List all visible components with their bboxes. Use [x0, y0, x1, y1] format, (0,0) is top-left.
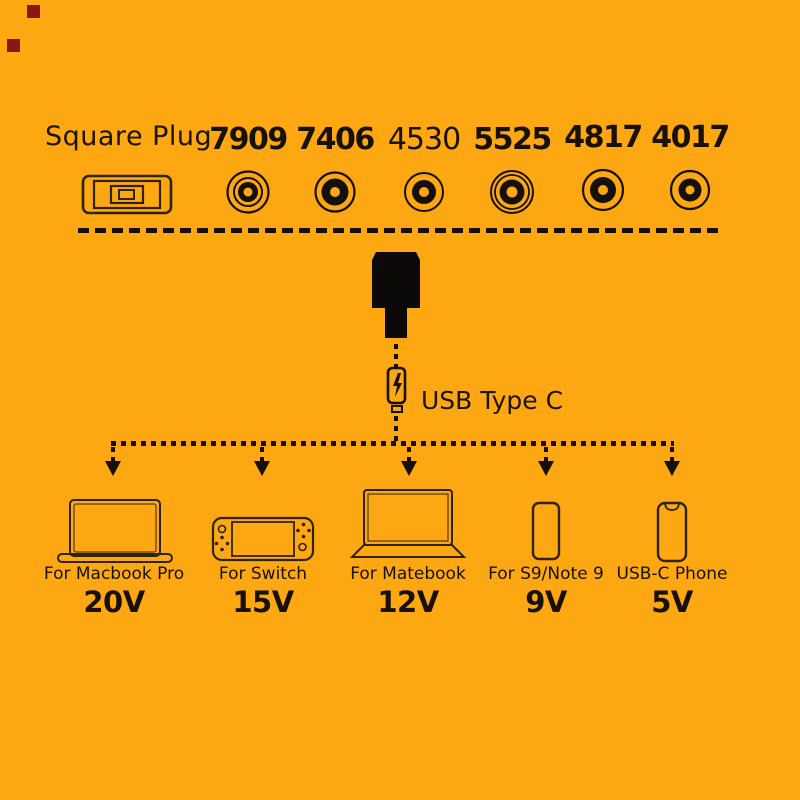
- down-arrow-icon: [254, 461, 270, 476]
- plug-item-4817: 4817: [555, 120, 651, 226]
- plug-label: 7909: [209, 122, 288, 157]
- branch-stem: [260, 447, 264, 462]
- square-plug-title: Square Plug: [45, 121, 213, 152]
- device-voltage: 20V: [83, 585, 145, 619]
- device-usbc-phone: USB-C Phone 5V: [587, 488, 757, 622]
- branch-stem: [670, 447, 674, 462]
- device-switch: For Switch 15V: [178, 488, 348, 622]
- smartphone-icon: [531, 501, 561, 561]
- branch-line: [111, 441, 674, 446]
- barrel-plug-icon: [404, 172, 444, 212]
- down-arrow-icon: [401, 461, 417, 476]
- down-arrow-icon: [105, 461, 121, 476]
- barrel-plug-icon: [226, 170, 270, 214]
- barrel-plug-icon: [490, 170, 534, 214]
- square-plug-icon: [81, 174, 173, 215]
- dashed-separator-line: [78, 228, 722, 233]
- device-voltage: 5V: [651, 585, 693, 619]
- usb-type-c-icon: [386, 366, 407, 413]
- barrel-plug-icon: [581, 168, 625, 212]
- device-label: For Matebook: [350, 564, 466, 584]
- branch-stem: [111, 447, 115, 462]
- plug-item-7909: 7909: [200, 122, 296, 228]
- plug-label: 4817: [564, 120, 643, 155]
- plug-label: 4017: [651, 120, 730, 155]
- dotted-cable-segment: [394, 416, 398, 443]
- plug-item-7406: 7406: [287, 122, 383, 228]
- barrel-plug-icon: [314, 171, 356, 213]
- barrel-plug-icon: [669, 169, 711, 211]
- branch-stem: [544, 447, 548, 462]
- plug-label: 7406: [296, 122, 375, 157]
- corner-red-mark-2: [7, 39, 20, 52]
- dc-connector-icon: [372, 252, 420, 338]
- device-matebook: For Matebook 12V: [323, 488, 493, 622]
- lightning-bolt-icon: [393, 373, 402, 397]
- device-label: For Switch: [218, 564, 308, 584]
- plug-item-5525: 5525: [464, 122, 560, 228]
- matebook-laptop-icon: [350, 489, 466, 558]
- device-label: For S9/Note 9: [488, 564, 604, 584]
- plug-label: 5525: [473, 122, 552, 157]
- macbook-laptop-icon: [57, 499, 173, 563]
- device-label: For Macbook Pro: [43, 564, 185, 584]
- device-macbook-pro: For Macbook Pro 20V: [29, 488, 199, 622]
- usb-type-c-label: USB Type C: [421, 386, 564, 415]
- down-arrow-icon: [538, 461, 554, 476]
- device-voltage: 15V: [232, 585, 294, 619]
- device-s9-note9: For S9/Note 9 9V: [461, 488, 631, 622]
- device-label: USB-C Phone: [616, 564, 728, 584]
- usb-c-notch-phone-icon: [656, 501, 688, 563]
- device-voltage: 12V: [377, 585, 439, 619]
- device-voltage: 9V: [525, 585, 567, 619]
- down-arrow-icon: [664, 461, 680, 476]
- plug-item-4017: 4017: [642, 120, 738, 226]
- dotted-cable-segment: [394, 344, 398, 368]
- corner-red-mark-1: [27, 5, 40, 18]
- plug-label: 4530: [387, 122, 461, 157]
- branch-stem: [407, 447, 411, 462]
- nintendo-switch-icon: [211, 516, 315, 562]
- plug-item-4530: 4530: [376, 122, 472, 228]
